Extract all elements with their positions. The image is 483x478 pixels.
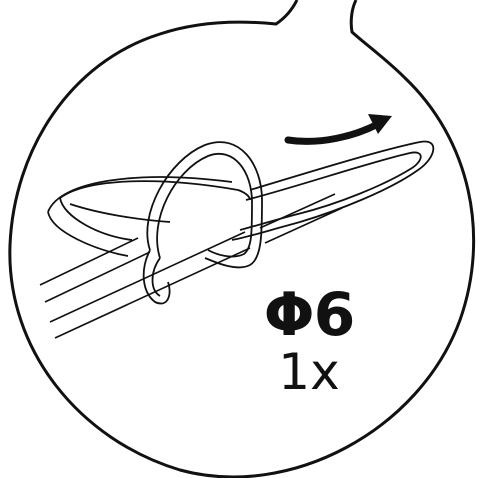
strap-loop (48, 141, 433, 256)
part-size-label: Φ6 (244, 285, 374, 345)
arrow-right-icon (288, 114, 392, 141)
part-callout-label: Φ6 1x (244, 285, 374, 397)
quantity-label: 1x (244, 347, 374, 397)
wrap-coil (144, 142, 262, 303)
